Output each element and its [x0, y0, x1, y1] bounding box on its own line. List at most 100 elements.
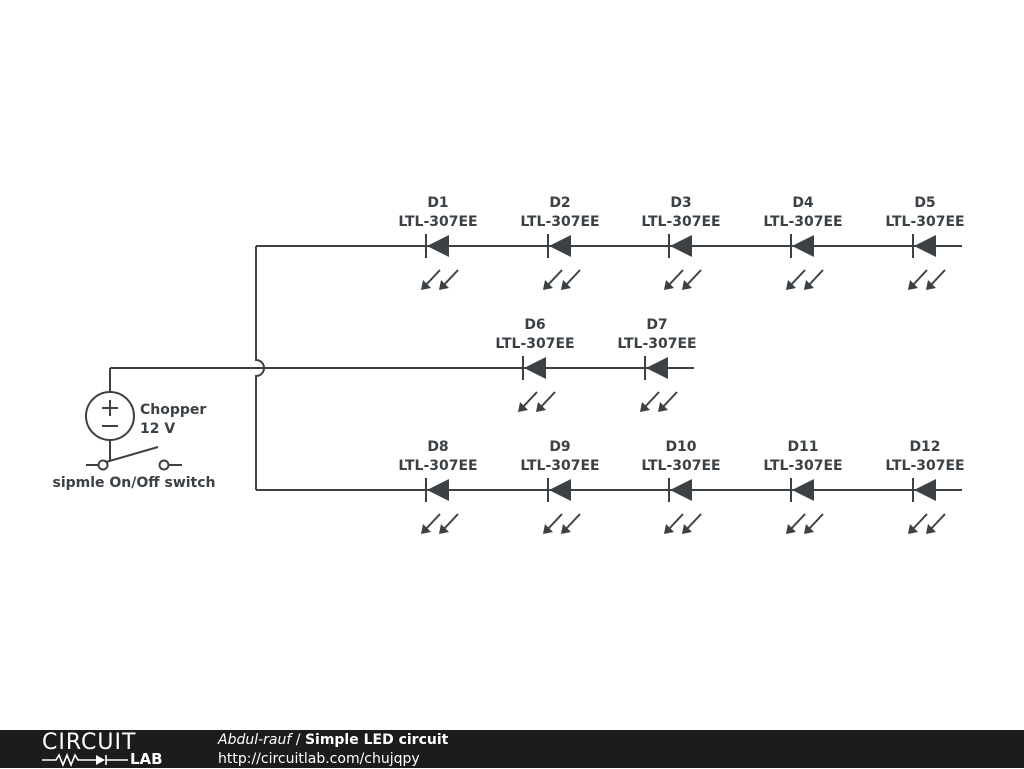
- light-arrow-icon: [424, 269, 441, 287]
- light-arrow-icon: [539, 391, 556, 409]
- switch-terminal-left: [97, 459, 109, 471]
- light-arrow-icon: [685, 513, 702, 531]
- source-circle: [85, 391, 135, 441]
- led-ref-label: D5: [914, 195, 935, 211]
- light-arrowhead-icon: [664, 280, 674, 290]
- light-arrow-icon: [546, 513, 563, 531]
- led-part-label: LTL-307EE: [520, 214, 599, 230]
- light-arrow-icon: [424, 513, 441, 531]
- led-part-label: LTL-307EE: [398, 214, 477, 230]
- light-arrow-icon: [667, 269, 684, 287]
- led-ref-label: D11: [787, 439, 818, 455]
- diode-triangle: [914, 235, 936, 257]
- led-part-label: LTL-307EE: [641, 214, 720, 230]
- light-arrow-icon: [442, 513, 459, 531]
- light-arrowhead-icon: [518, 402, 528, 412]
- led-ref-label: D8: [427, 439, 448, 455]
- credits: Abdul-rauf / Simple LED circuit http://c…: [218, 731, 448, 769]
- diode-triangle: [549, 479, 571, 501]
- diode-triangle: [549, 235, 571, 257]
- led-part-label: LTL-307EE: [520, 458, 599, 474]
- light-arrow-icon: [546, 269, 563, 287]
- diode-triangle: [427, 479, 449, 501]
- author-link[interactable]: Abdul-rauf: [218, 732, 292, 748]
- resistor-diode-logo-icon: [42, 752, 128, 768]
- light-arrowhead-icon: [439, 280, 449, 290]
- led-ref-label: D10: [665, 439, 696, 455]
- led-part-label: LTL-307EE: [617, 336, 696, 352]
- light-arrowhead-icon: [786, 524, 796, 534]
- light-arrowhead-icon: [926, 524, 936, 534]
- light-arrow-icon: [789, 269, 806, 287]
- on-off-switch: sipmle On/Off switch: [52, 446, 216, 491]
- light-arrowhead-icon: [439, 524, 449, 534]
- logo-text-bottom: LAB: [130, 750, 163, 768]
- light-arrow-icon: [661, 391, 678, 409]
- led-part-label: LTL-307EE: [398, 458, 477, 474]
- light-arrow-icon: [564, 269, 581, 287]
- light-arrowhead-icon: [804, 524, 814, 534]
- light-arrow-icon: [807, 513, 824, 531]
- wires: [109, 245, 962, 491]
- light-arrowhead-icon: [786, 280, 796, 290]
- led-array: D1LTL-307EED2LTL-307EED3LTL-307EED4LTL-3…: [398, 195, 965, 534]
- light-arrow-icon: [789, 513, 806, 531]
- light-arrow-icon: [911, 269, 928, 287]
- light-arrow-icon: [643, 391, 660, 409]
- led-ref-label: D1: [427, 195, 448, 211]
- led-ref-label: D7: [646, 317, 667, 333]
- logo-text-top: CIRCUIT: [42, 730, 137, 755]
- light-arrowhead-icon: [908, 524, 918, 534]
- plus-icon: [102, 400, 118, 416]
- light-arrowhead-icon: [543, 280, 553, 290]
- led-ref-label: D12: [909, 439, 940, 455]
- diode-triangle: [792, 479, 814, 501]
- source-value: 12 V: [140, 421, 175, 437]
- light-arrowhead-icon: [682, 280, 692, 290]
- circuitlab-logo: CIRCUIT LAB: [42, 730, 177, 768]
- led-ref-label: D6: [524, 317, 545, 333]
- light-arrow-icon: [521, 391, 538, 409]
- led-part-label: LTL-307EE: [763, 458, 842, 474]
- light-arrow-icon: [685, 269, 702, 287]
- switch-blade: [105, 446, 159, 463]
- led-part-label: LTL-307EE: [885, 214, 964, 230]
- light-arrow-icon: [442, 269, 459, 287]
- diode-triangle: [670, 235, 692, 257]
- light-arrowhead-icon: [664, 524, 674, 534]
- light-arrowhead-icon: [421, 280, 431, 290]
- light-arrowhead-icon: [561, 280, 571, 290]
- diode-triangle: [646, 357, 668, 379]
- light-arrow-icon: [807, 269, 824, 287]
- led-ref-label: D3: [670, 195, 691, 211]
- light-arrow-icon: [911, 513, 928, 531]
- diode-triangle: [670, 479, 692, 501]
- light-arrow-icon: [564, 513, 581, 531]
- led-ref-label: D9: [549, 439, 570, 455]
- switch-label: sipmle On/Off switch: [52, 475, 215, 491]
- circuit-url[interactable]: http://circuitlab.com/chujqpy: [218, 751, 420, 767]
- led-ref-label: D2: [549, 195, 570, 211]
- light-arrowhead-icon: [908, 280, 918, 290]
- credits-separator: /: [291, 732, 305, 748]
- diode-triangle: [427, 235, 449, 257]
- diode-triangle: [524, 357, 546, 379]
- light-arrowhead-icon: [561, 524, 571, 534]
- light-arrow-icon: [929, 513, 946, 531]
- light-arrowhead-icon: [682, 524, 692, 534]
- light-arrowhead-icon: [536, 402, 546, 412]
- led-part-label: LTL-307EE: [763, 214, 842, 230]
- circuit-schematic: Chopper 12 V sipmle On/Off switch D1LTL-…: [52, 195, 965, 534]
- led-part-label: LTL-307EE: [885, 458, 964, 474]
- light-arrowhead-icon: [658, 402, 668, 412]
